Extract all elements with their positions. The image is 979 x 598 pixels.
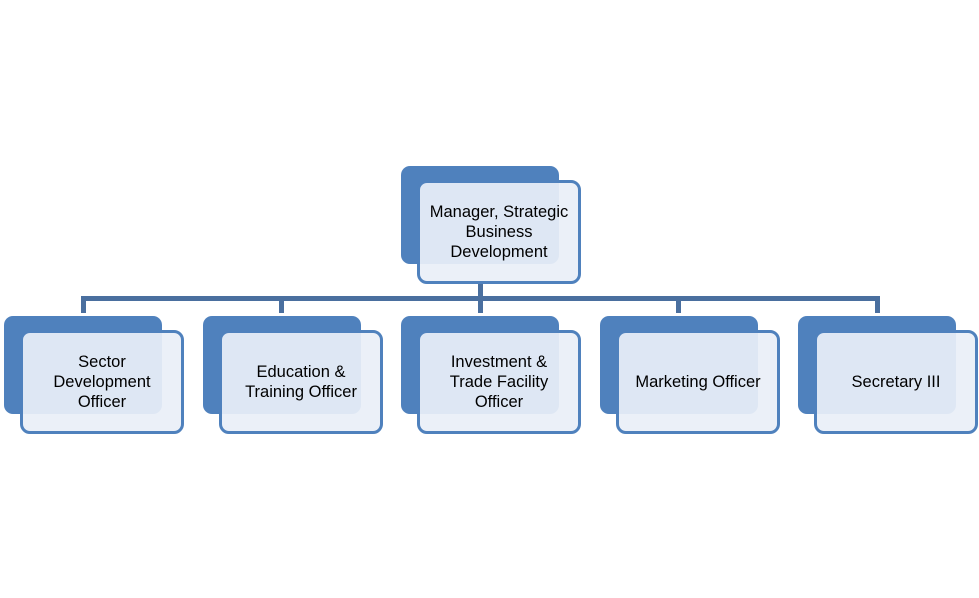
child-node-label: Education & Training Officer (245, 363, 357, 401)
child-stem-2 (279, 296, 284, 313)
root-stem (478, 284, 483, 300)
child-stem-5 (875, 296, 880, 313)
child-stem-3 (478, 296, 483, 313)
root-node: Manager, Strategic Business Development (401, 166, 581, 286)
root-node-box: Manager, Strategic Business Development (417, 180, 581, 284)
child-node-box: Investment & Trade Facility Officer (417, 330, 581, 434)
child-stem-1 (81, 296, 86, 313)
child-node-label: Marketing Officer (635, 373, 761, 391)
child-node-investment-trade-facility-officer: Investment & Trade Facility Officer (401, 316, 581, 436)
child-node-box: Sector Development Officer (20, 330, 184, 434)
child-node-sector-development-officer: Sector Development Officer (4, 316, 184, 436)
child-node-label: Investment & Trade Facility Officer (449, 353, 549, 411)
child-stem-4 (676, 296, 681, 313)
child-node-box: Secretary III (814, 330, 978, 434)
child-node-secretary-iii: Secretary III (798, 316, 978, 436)
child-node-label: Secretary III (851, 373, 941, 391)
root-node-label: Manager, Strategic Business Development (429, 203, 569, 261)
child-node-box: Education & Training Officer (219, 330, 383, 434)
child-node-education-training-officer: Education & Training Officer (203, 316, 383, 436)
child-node-marketing-officer: Marketing Officer (600, 316, 780, 436)
child-node-label: Sector Development Officer (53, 353, 151, 411)
child-node-box: Marketing Officer (616, 330, 780, 434)
